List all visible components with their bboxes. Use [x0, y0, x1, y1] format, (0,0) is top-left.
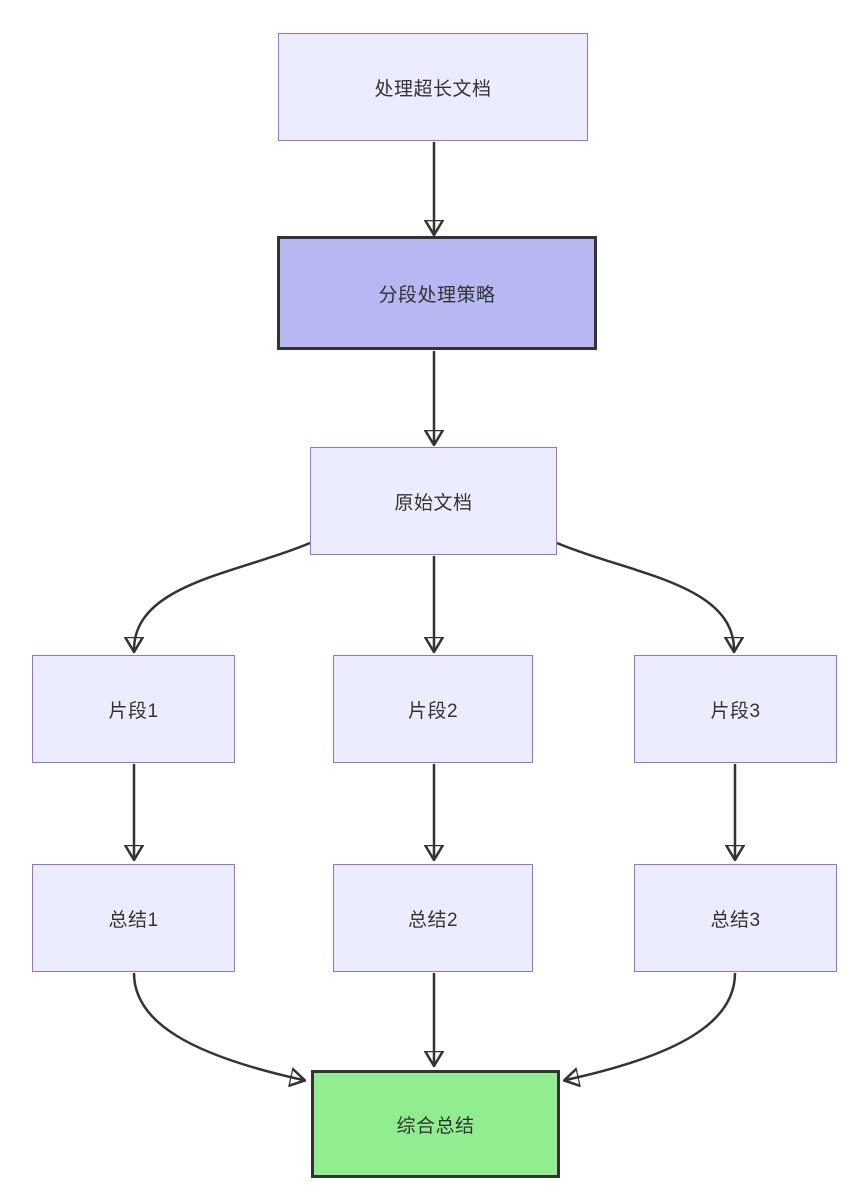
node-fragment-1: 片段1: [32, 655, 235, 763]
node-summary-1: 总结1: [32, 864, 235, 972]
node-fragment-2: 片段2: [333, 655, 533, 763]
edge-original-to-fragment-1: [134, 541, 311, 650]
node-summary-2: 总结2: [333, 864, 533, 972]
node-segmentation-strategy: 分段处理策略: [277, 236, 597, 350]
edge-summary-1-to-final: [132, 972, 303, 1080]
node-summary-3: 总结3: [634, 864, 837, 972]
node-process-long-document: 处理超长文档: [278, 33, 588, 141]
edge-summary-3-to-final: [566, 972, 737, 1080]
node-final-summary: 综合总结: [311, 1070, 560, 1178]
node-fragment-3: 片段3: [634, 655, 837, 763]
node-original-document: 原始文档: [310, 447, 557, 555]
edge-original-to-fragment-3: [556, 541, 734, 650]
